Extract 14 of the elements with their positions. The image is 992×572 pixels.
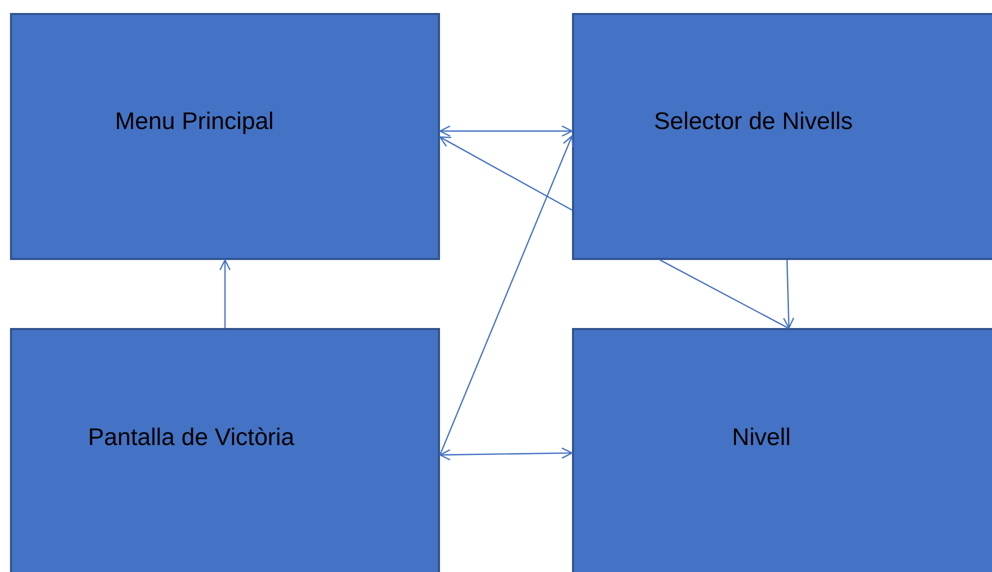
arrow	[219, 259, 231, 328]
arrow	[782, 260, 794, 329]
screen-box	[572, 328, 992, 572]
arrow	[439, 125, 573, 137]
screen-name: Menu Principal	[115, 110, 274, 134]
screen-box	[572, 13, 992, 260]
screen-name: Nivell	[732, 426, 791, 450]
screen-box	[10, 13, 440, 260]
screen-name: Selector de Nivells	[654, 110, 853, 134]
screen-box	[10, 328, 440, 572]
arrow	[439, 135, 574, 456]
arrow	[439, 136, 572, 211]
arrow	[439, 447, 573, 460]
screen-name: Pantalla de Victòria	[88, 426, 294, 450]
